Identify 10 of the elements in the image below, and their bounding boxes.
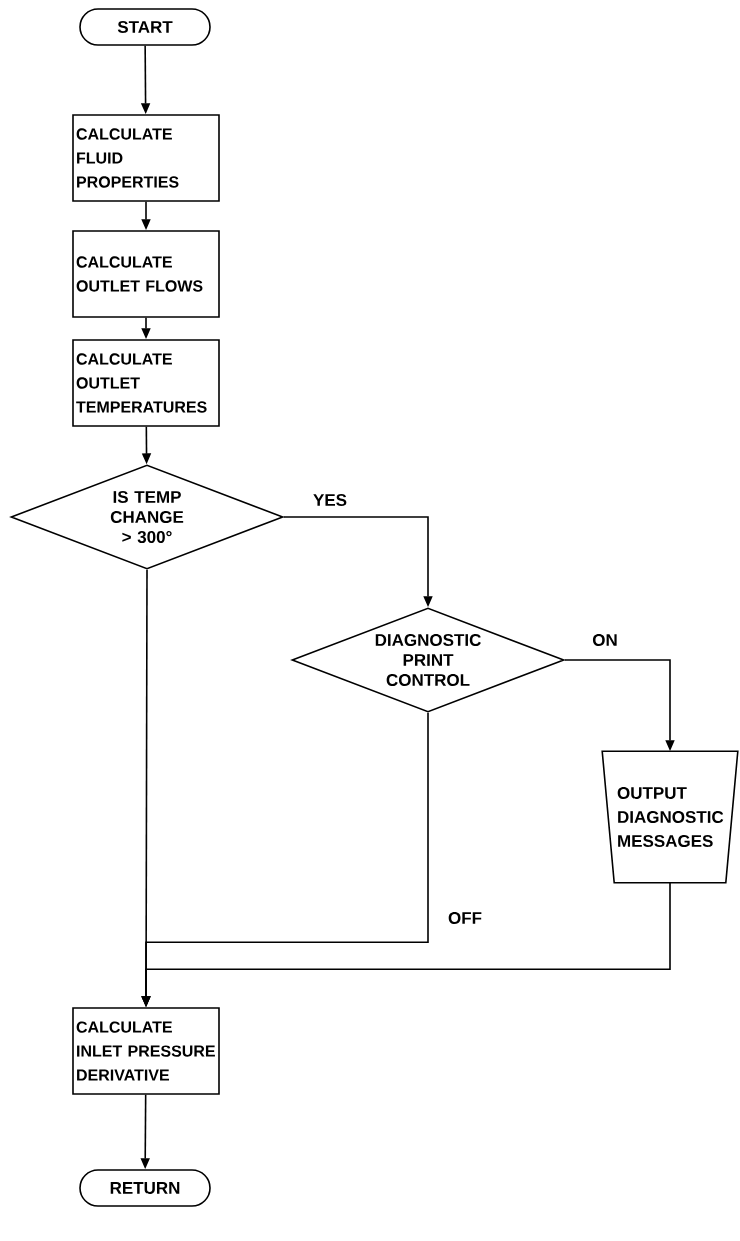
output-trapezoid: OUTPUT DIAGNOSTIC MESSAGES <box>601 750 739 884</box>
edge-label: YES <box>312 493 348 507</box>
terminal: RETURN <box>79 1169 211 1207</box>
edge-label: ON <box>591 633 619 647</box>
edge-label: OFF <box>447 911 483 926</box>
process-box: CALCULATE OUTLET TEMPERATURES <box>72 339 220 427</box>
process-box: CALCULATE OUTLET FLOWS <box>72 230 220 318</box>
terminal: START <box>79 8 211 46</box>
process-box: CALCULATE INLET PRESSURE DERIVATIVE <box>72 1007 220 1095</box>
process-box: CALCULATE FLUID PROPERTIES <box>72 114 220 202</box>
